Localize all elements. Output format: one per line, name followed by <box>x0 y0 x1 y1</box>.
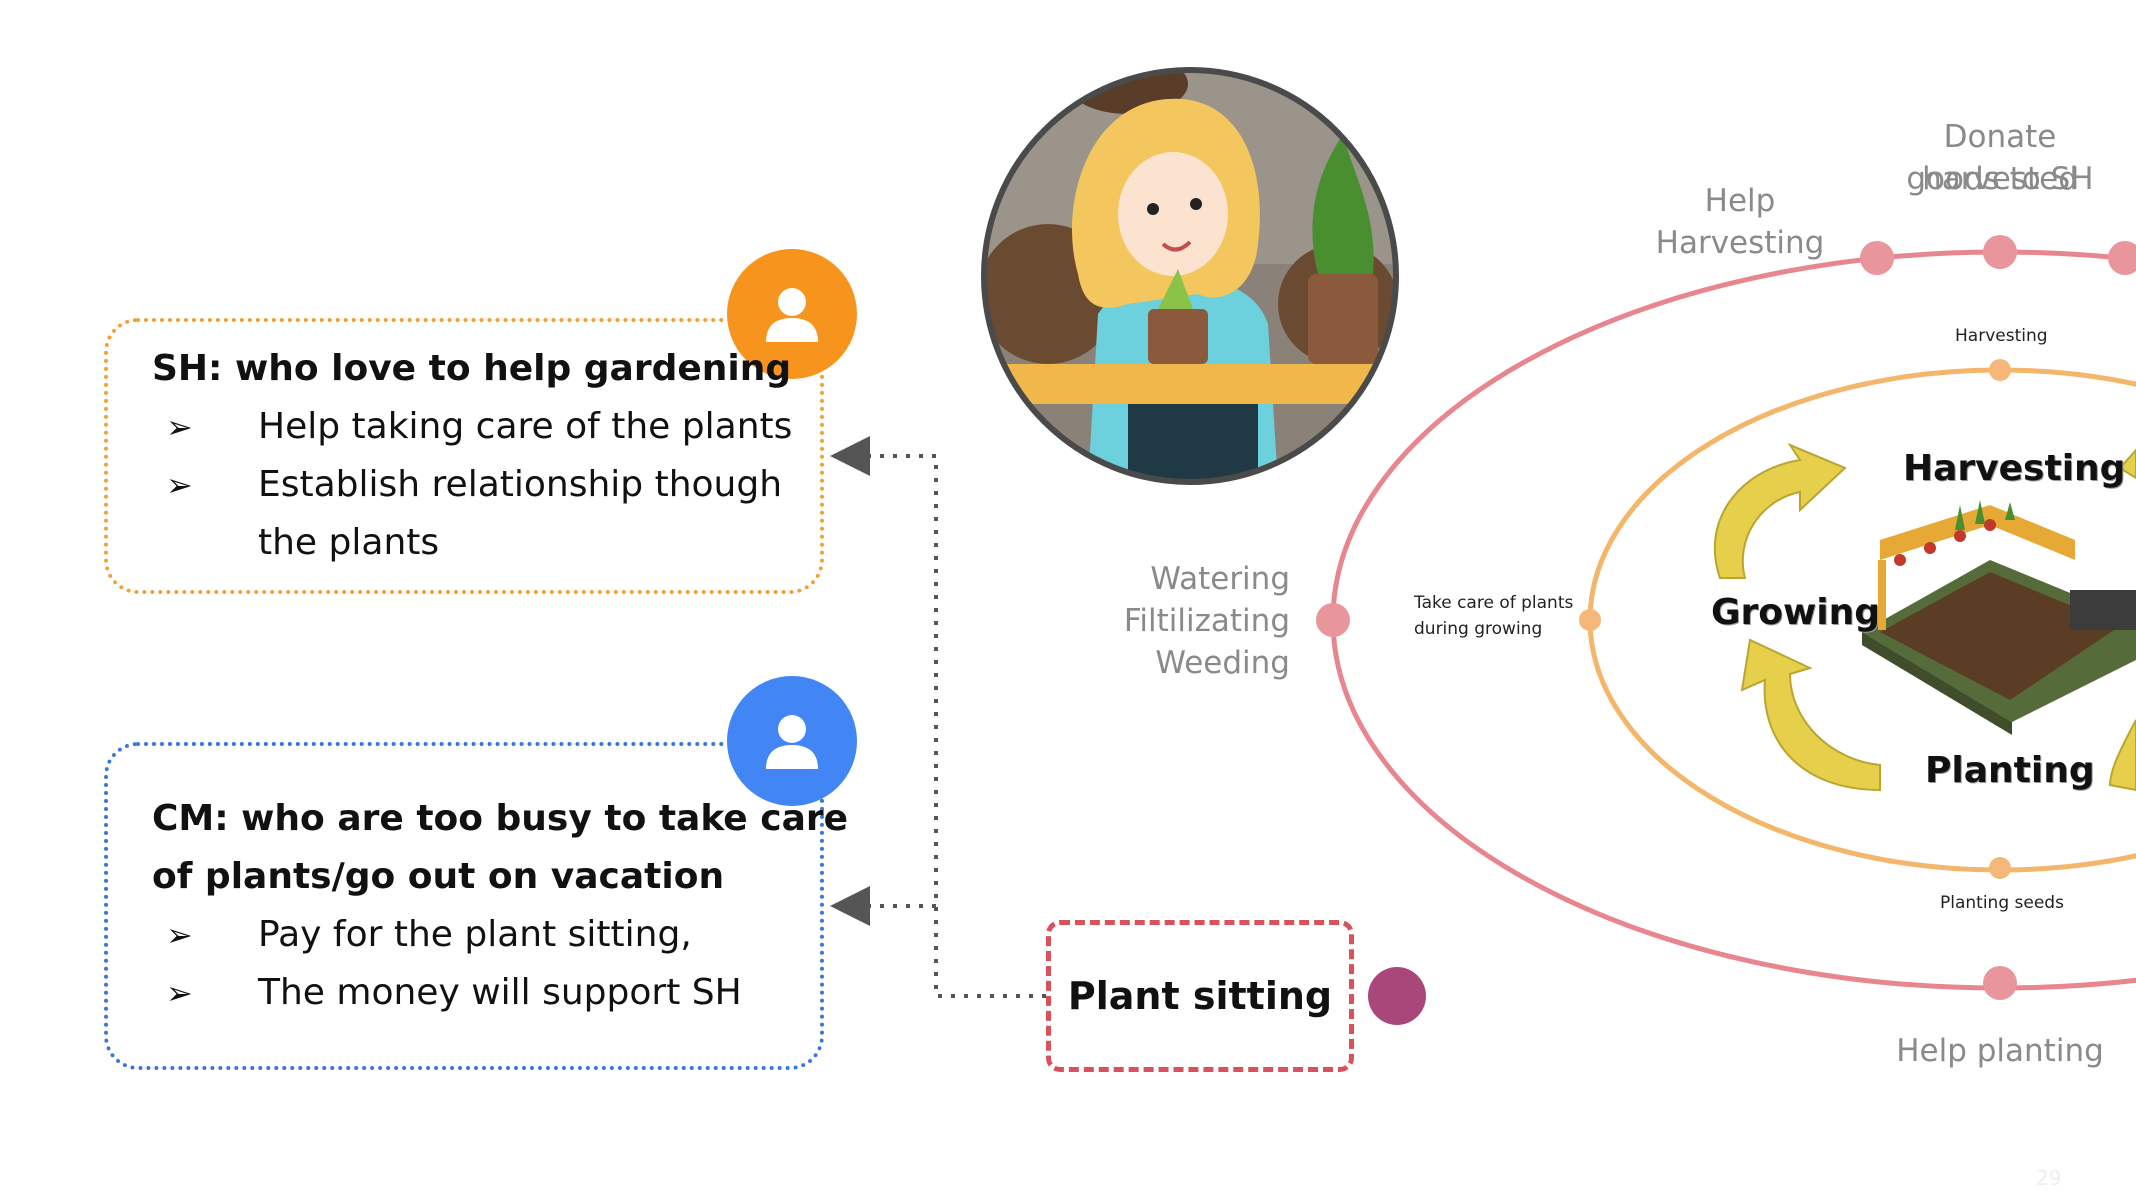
sh-avatar <box>727 249 857 379</box>
label-filtilizating: Filtilizating <box>1123 603 1290 639</box>
label-harvesting-small: Harvesting <box>1955 326 2048 346</box>
inner-dot-take-care <box>1579 609 1601 631</box>
label-planting-seeds: Planting seeds <box>1940 893 2064 913</box>
inner-dot-harvesting <box>1989 359 2011 381</box>
cycle-word-planting: Planting <box>1925 750 2095 791</box>
plant-sitting-box: Plant sitting <box>1046 920 1354 1072</box>
arrow-bullet-icon: ➢ <box>166 974 193 1012</box>
arrow-planting-to-growing <box>1740 638 1881 792</box>
label-help-planting: Help planting <box>1896 1033 2104 1069</box>
arrow-right-top <box>2118 448 2136 480</box>
garden-bed-illustration <box>1862 500 2136 735</box>
cm-bullet-1: ➢ Pay for the plant sitting, <box>166 906 692 964</box>
cycle-word-growing: Growing <box>1711 592 1881 633</box>
cm-title-line1: CM: who are too busy to take care <box>152 798 849 839</box>
cm-card <box>104 742 824 1070</box>
label-donate-line2: goods to SH <box>1906 161 2094 197</box>
plant-sitting-dot <box>1368 967 1426 1025</box>
outer-dot-watering <box>1316 603 1350 637</box>
label-watering: Watering <box>1150 561 1290 597</box>
label-weeding: Weeding <box>1155 645 1290 681</box>
arrow-right-bottom <box>2108 719 2136 792</box>
cm-bullet-2: ➢ The money will support SH <box>166 964 742 1022</box>
cm-avatar <box>727 676 857 806</box>
label-take-care-line1: Take care of plants <box>1414 593 1574 613</box>
user-icon <box>766 715 818 769</box>
sh-bullet-2: ➢ Establish relationship though <box>166 456 782 514</box>
arrow-bullet-icon: ➢ <box>166 466 193 504</box>
outer-dot-help-planting <box>1983 966 2017 1000</box>
outer-dot-right <box>2108 241 2136 275</box>
arrow-growing-to-harvesting <box>1713 442 1847 579</box>
outer-dot-help-harvesting <box>1860 241 1894 275</box>
cycle-word-harvesting: Harvesting <box>1903 448 2126 489</box>
plant-sitting-label: Plant sitting <box>1067 974 1333 1018</box>
cm-title-line2: of plants/go out on vacation <box>152 856 725 897</box>
connector-to-sh <box>830 436 1046 998</box>
label-help-harvesting: Help Harvesting <box>1655 183 1825 261</box>
arrow-bullet-icon: ➢ <box>166 916 193 954</box>
label-take-care-line2: during growing <box>1414 619 1543 639</box>
label-donate-line1: Donate harvested <box>1922 119 2078 197</box>
user-icon <box>766 288 818 342</box>
page-number: 29 <box>2036 1166 2062 1190</box>
sh-card <box>104 318 824 594</box>
gardener-illustration <box>981 67 1399 485</box>
sh-bullet-2-cont: the plants <box>258 522 440 563</box>
arrow-bullet-icon: ➢ <box>166 408 193 446</box>
sh-title: SH: who love to help gardening <box>152 348 792 389</box>
inner-dot-planting <box>1989 857 2011 879</box>
outer-dot-donate <box>1983 235 2017 269</box>
sh-bullet-1: ➢ Help taking care of the plants <box>166 398 792 456</box>
